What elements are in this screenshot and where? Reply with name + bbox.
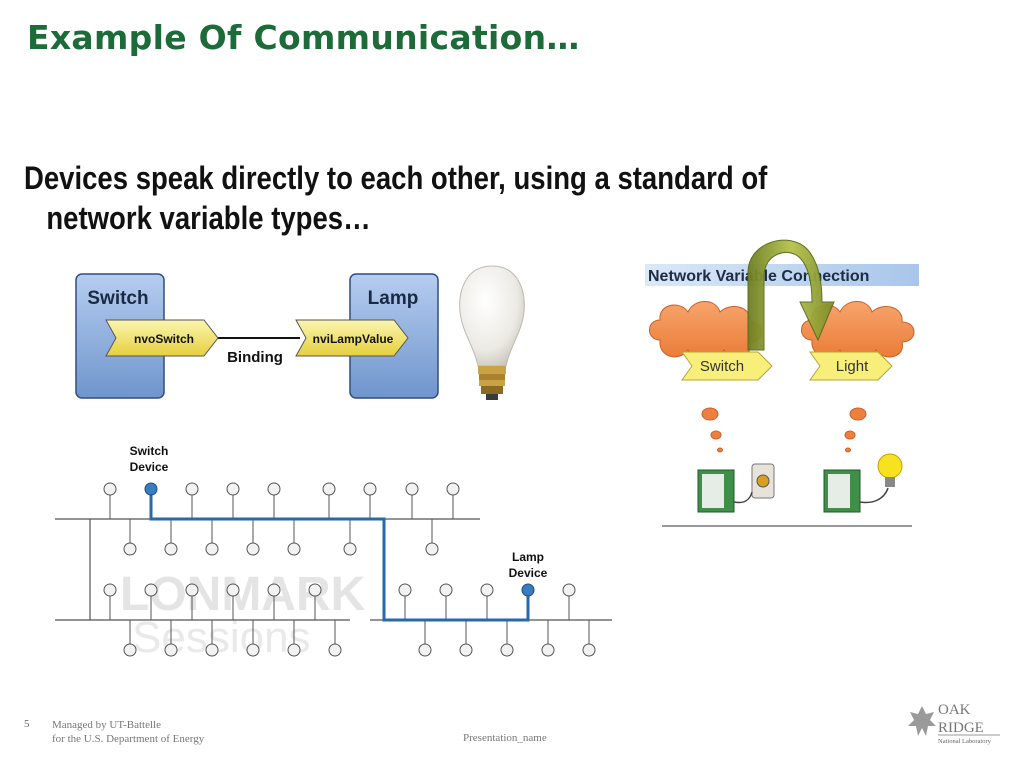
nv-title-band <box>645 264 919 286</box>
slide-title: Example Of Communication… <box>27 18 580 57</box>
logo-subtitle: National Laboratory <box>938 738 992 745</box>
oak-ridge-logo: OAK RIDGE National Laboratory <box>908 702 1000 745</box>
bullet-line-2: network variable types… <box>46 200 371 236</box>
bullet-line-1: Devices speak directly to each other, us… <box>24 160 768 196</box>
lamp-device-label-1: Lamp <box>512 550 544 564</box>
output-var-label: nvoSwitch <box>134 332 194 346</box>
managed-by-line-1: Managed by UT-Battelle <box>52 719 161 731</box>
nvo-switch-arrow <box>105 319 219 357</box>
network-nodes <box>103 482 596 657</box>
switch-module-icon <box>697 463 775 513</box>
lamp-device-node <box>521 583 535 597</box>
connection-arc-arrow <box>747 239 835 351</box>
light-label-arrow <box>809 351 893 381</box>
switch-cloud-label: Switch <box>700 358 744 375</box>
light-cloud-label: Light <box>836 358 869 375</box>
binding-diagram: Switch Lamp nvoSwitch nviLampValue Bindi… <box>75 265 525 400</box>
nvi-lamp-arrow <box>295 319 409 357</box>
switch-device-node <box>144 482 158 496</box>
watermark-sessions: Sessions <box>132 613 311 660</box>
network-diagram: LONMARK Sessions Switch Device Lamp Devi… <box>55 444 612 660</box>
switch-label-arrow <box>681 351 773 381</box>
page-number: 5 <box>24 718 30 730</box>
input-var-label: nviLampValue <box>313 332 394 346</box>
switch-device-label-1: Switch <box>130 444 169 458</box>
logo-oak: OAK <box>938 702 971 718</box>
switch-device-label-2: Device <box>130 460 169 474</box>
switch-box-label: Switch <box>87 288 148 309</box>
lamp-box-label: Lamp <box>368 288 419 309</box>
presentation-name: Presentation_name <box>463 732 547 744</box>
bullet-text: Devices speak directly to each other, us… <box>24 158 798 238</box>
light-bulb-icon <box>459 265 525 400</box>
watermark-lonmark: LONMARK <box>120 568 366 621</box>
light-module-icon <box>823 453 903 513</box>
lamp-device-label-2: Device <box>509 566 548 580</box>
managed-by-line-2: for the U.S. Department of Energy <box>52 733 205 745</box>
managed-by-text: Managed by UT-Battelle for the U.S. Depa… <box>52 718 204 746</box>
nv-connection-figure: Network Variable Connection Switch Light <box>645 239 919 527</box>
logo-ridge: RIDGE <box>938 720 984 736</box>
leaf-icon <box>908 706 936 736</box>
thought-bubbles <box>701 407 867 453</box>
binding-label: Binding <box>227 349 283 366</box>
